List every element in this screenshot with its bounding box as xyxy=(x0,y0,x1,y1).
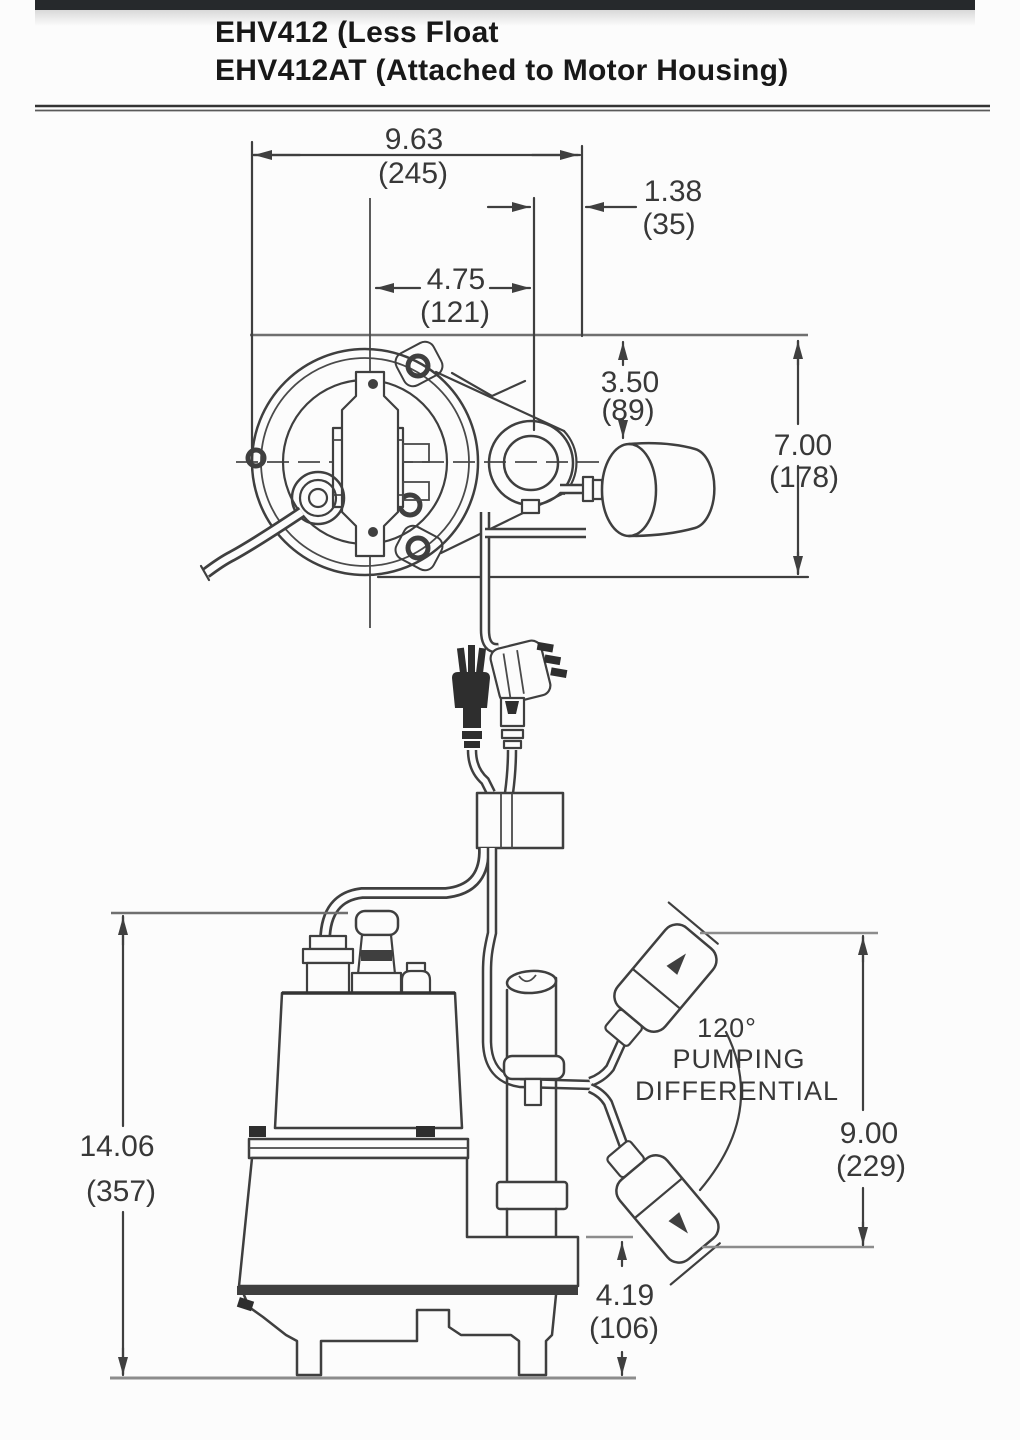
dim-overall-width-in: 9.63 xyxy=(385,123,443,156)
dim-overall-depth: 7.00 (178) xyxy=(769,339,839,576)
float-axis-tick-upper xyxy=(667,901,719,945)
annotation-word1: PUMPING xyxy=(672,1044,805,1074)
dim-pumping-range: 9.00 (229) xyxy=(836,934,906,1247)
float-swing-arc xyxy=(698,1030,743,1192)
dim-pumping-range-in: 9.00 xyxy=(840,1117,898,1150)
float-switch-lower xyxy=(606,1140,721,1286)
header-rule xyxy=(35,104,990,112)
top-view-drawing: 9.63 (245) 1.38 (35) 4.75 (121) 3.50 (89… xyxy=(199,123,839,654)
dim-float-clearance: 3.50 (89) xyxy=(601,340,659,440)
cord-clamp-block xyxy=(475,791,565,850)
handle-bar xyxy=(331,370,430,558)
dim-overall-width-mm: (245) xyxy=(378,157,448,190)
page-title-line1: EHV412 (Less Float xyxy=(215,16,499,49)
pipe-tee-bracket xyxy=(502,1054,566,1081)
dim-discharge-height-mm: (106) xyxy=(589,1312,659,1345)
motor-housing xyxy=(273,991,464,1130)
dim-overall-width: 9.63 (245) xyxy=(250,123,582,190)
dim-cord-offset: 1.38 (35) xyxy=(486,175,702,241)
dim-overall-height-mm: (357) xyxy=(86,1175,156,1208)
dim-cord-offset-mm: (35) xyxy=(642,208,695,241)
float-switch-upper xyxy=(604,901,719,1047)
power-cord-side-view xyxy=(319,848,490,941)
dim-overall-depth-mm: (178) xyxy=(769,461,839,494)
mounting-bolts xyxy=(245,340,444,572)
side-view-drawing: 120° PUMPING DIFFERENTIAL 14.06 (357) 9.… xyxy=(79,639,906,1380)
hub-step-upper xyxy=(402,443,430,463)
float-bracket xyxy=(479,498,586,654)
page-title-line2: EHV412AT (Attached to Motor Housing) xyxy=(215,54,789,87)
dim-discharge-height: 4.19 (106) xyxy=(589,1240,659,1377)
pipe-union xyxy=(495,1180,569,1211)
cutwater-gusset xyxy=(450,371,527,398)
dim-center-to-float-mm: (121) xyxy=(420,296,490,329)
dim-float-clearance-in: 3.50 xyxy=(601,366,659,399)
annotation-word2: DIFFERENTIAL xyxy=(635,1076,839,1106)
dim-center-to-float-in: 4.75 xyxy=(427,263,485,296)
dim-overall-height: 14.06 (357) xyxy=(79,914,156,1377)
volute-bottom-band xyxy=(237,1286,578,1295)
piggyback-plug xyxy=(489,639,568,750)
pump-base xyxy=(236,1293,558,1377)
power-plug-3prong xyxy=(452,645,490,748)
flange-band xyxy=(247,1137,470,1160)
float-direction-arrow-lower xyxy=(668,1212,688,1234)
dim-pumping-range-mm: (229) xyxy=(836,1150,906,1183)
float-switch-cable xyxy=(481,848,635,1162)
float-direction-arrow-upper xyxy=(666,953,686,975)
volute-body xyxy=(237,1156,580,1288)
flange-bolt-left xyxy=(249,1126,266,1137)
dim-overall-height-in: 14.06 xyxy=(79,1130,154,1163)
float-top-view xyxy=(600,441,716,538)
float-rod xyxy=(560,475,604,503)
vent-cap xyxy=(400,961,432,995)
dim-center-to-float: 4.75 (121) xyxy=(374,263,532,329)
cord-grommet xyxy=(290,470,346,526)
dim-float-clearance-mm: (89) xyxy=(601,394,654,427)
pumping-differential-annotation: 120° PUMPING DIFFERENTIAL xyxy=(635,1013,839,1106)
discharge-pipe xyxy=(495,969,569,1239)
power-cord-top-view xyxy=(199,507,306,582)
annotation-angle: 120° xyxy=(697,1013,757,1043)
hub-step-lower xyxy=(402,481,430,501)
plug-cords xyxy=(466,749,518,796)
pump-top-view xyxy=(199,340,716,654)
pump-side-view xyxy=(236,909,580,1377)
float-axis-tick-lower xyxy=(669,1242,721,1286)
cord-cut-end xyxy=(199,564,211,582)
dim-overall-depth-in: 7.00 xyxy=(774,429,832,462)
top-bar xyxy=(35,0,975,10)
top-bar-shadow xyxy=(35,10,975,26)
dim-discharge-height-in: 4.19 xyxy=(596,1279,654,1312)
pipe-tee-tab xyxy=(523,1077,543,1107)
base-bolt xyxy=(236,1297,255,1312)
piggyback-plug-prongs xyxy=(536,641,568,679)
cord-entry-fitting xyxy=(301,934,355,995)
flange-bolt-right xyxy=(416,1126,435,1137)
lifting-handle xyxy=(350,909,403,995)
dim-cord-offset-in: 1.38 xyxy=(644,175,702,208)
